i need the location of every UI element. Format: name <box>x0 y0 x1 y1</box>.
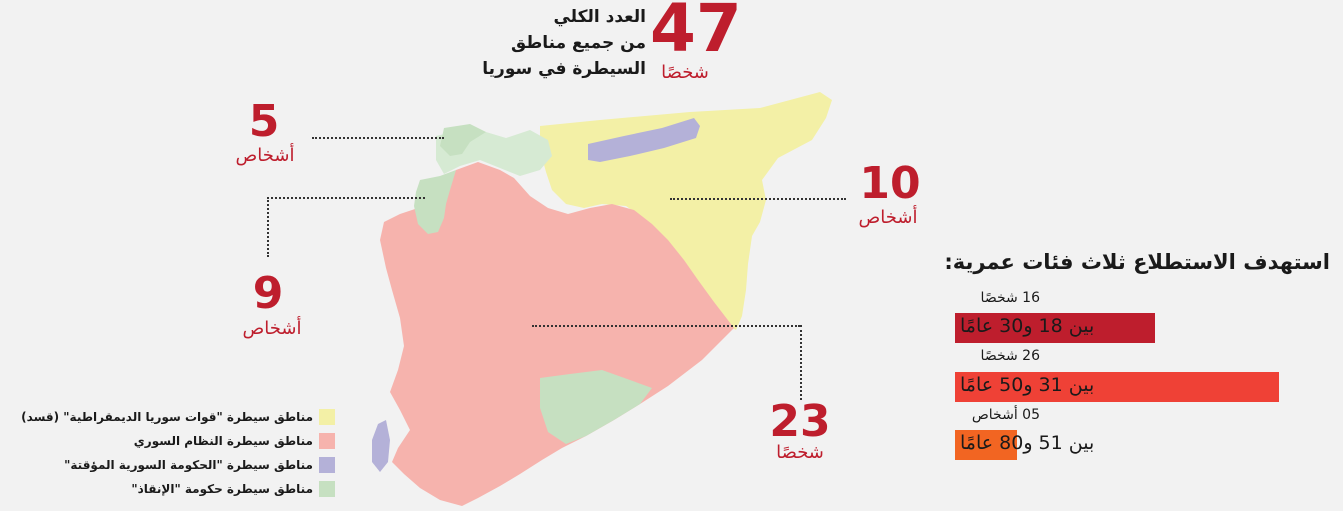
leader-northeast-h <box>670 198 846 200</box>
legend-item-interim: مناطق سيطرة "الحكومة السورية المؤقتة" <box>64 456 335 474</box>
map-region-interim-green <box>440 124 486 156</box>
legend-item-salvation: مناطق سيطرة حكومة "الإنقاذ" <box>131 480 335 498</box>
age-group-1-label: بين 18 و30 عامًا <box>960 315 1095 337</box>
age-group-2-count: 26 شخصًا <box>980 348 1040 364</box>
legend-label-sdf: مناطق سيطرة "قوات سوريا الديمقراطية" (قس… <box>21 410 313 424</box>
age-group-3-bar <box>955 430 1017 460</box>
leader-nw-top <box>312 137 444 139</box>
legend-swatch-interim <box>319 457 335 473</box>
legend-swatch-salvation <box>319 481 335 497</box>
age-group-1-bar <box>955 313 1155 343</box>
legend-label-interim: مناطق سيطرة "الحكومة السورية المؤقتة" <box>64 458 313 472</box>
map-region-salvation <box>414 170 456 234</box>
age-group-3-count: 05 أشخاص <box>971 407 1040 423</box>
region-nw-top-count: 5 <box>248 96 280 147</box>
region-northeast-unit: أشخاص <box>858 207 918 228</box>
leader-northwest-v <box>267 197 269 257</box>
leader-northwest-h <box>267 197 425 199</box>
syria-map <box>372 92 832 506</box>
leader-regime-h <box>532 325 800 327</box>
region-regime-count: 23 <box>769 396 831 447</box>
legend-item-sdf: مناطق سيطرة "قوات سوريا الديمقراطية" (قس… <box>21 408 335 426</box>
age-group-3-label: بين 51 و80 عامًا <box>960 432 1095 454</box>
legend-label-salvation: مناطق سيطرة حكومة "الإنقاذ" <box>131 482 313 496</box>
map-region-interim-north <box>588 118 700 162</box>
age-group-1-count: 16 شخصًا <box>980 290 1040 306</box>
region-nw-top-unit: أشخاص <box>235 145 295 166</box>
region-northeast-count: 10 <box>859 158 921 209</box>
legend-item-regime: مناطق سيطرة النظام السوري <box>134 432 335 450</box>
legend-swatch-sdf <box>319 409 335 425</box>
total-caption: العدد الكلي من جميع مناطق السيطرة في سور… <box>420 4 646 82</box>
total-caption-line3: السيطرة في سوريا <box>482 59 646 79</box>
region-regime-unit: شخصًا <box>776 442 824 463</box>
map-region-south-green <box>540 370 652 444</box>
region-northwest-count: 9 <box>252 268 284 319</box>
leader-regime-v <box>800 325 802 400</box>
map-region-interim-south <box>372 420 390 472</box>
total-unit: شخصًا <box>661 62 709 83</box>
map-region-regime <box>380 162 734 506</box>
total-count: 47 <box>650 0 742 67</box>
total-caption-line2: من جميع مناطق <box>510 33 646 53</box>
legend-label-regime: مناطق سيطرة النظام السوري <box>133 434 313 448</box>
survey-title: استهدف الاستطلاع ثلاث فئات عمرية: <box>944 250 1330 274</box>
legend-swatch-regime <box>319 433 335 449</box>
total-caption-line1: العدد الكلي <box>553 7 646 27</box>
age-group-2-bar <box>955 372 1279 402</box>
age-group-2-label: بين 31 و50 عامًا <box>960 374 1095 396</box>
region-northwest-unit: أشخاص <box>242 318 302 339</box>
